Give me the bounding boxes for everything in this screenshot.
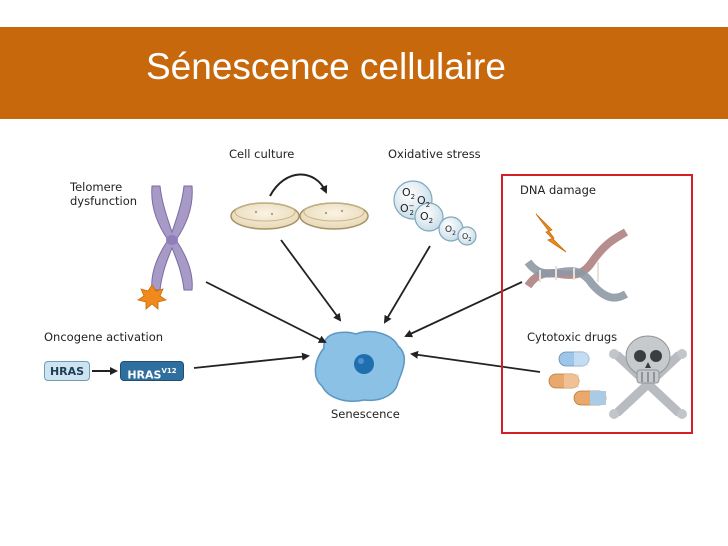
page-title: Sénescence cellulaire: [146, 46, 506, 87]
o2-label: O2: [417, 194, 430, 209]
arrow-cell-culture: [280, 239, 342, 322]
oxygen-bubbles-icon: [393, 180, 477, 246]
o2-label: O2: [445, 225, 456, 237]
label-senescence: Senescence: [331, 407, 400, 421]
starburst-icon: [137, 284, 167, 310]
label-cell-culture: Cell culture: [229, 147, 295, 161]
o2-label: O2: [402, 186, 415, 201]
lightning-icon: [535, 213, 567, 253]
petri-dish-icon: [230, 202, 369, 230]
o2-label: O2: [420, 210, 433, 225]
chromosome-icon: [151, 185, 193, 291]
label-telomere-line1: Telomere: [70, 180, 123, 194]
hras-v12-superscript: V12: [161, 367, 177, 375]
label-cytotoxic-drugs: Cytotoxic drugs: [527, 330, 618, 344]
pills-icon: [548, 351, 607, 406]
hras-label: HRAS: [49, 365, 85, 378]
label-oncogene-activation: Oncogene activation: [44, 330, 164, 344]
arrow-cytotoxic: [410, 350, 541, 373]
hras-v12-box: HRASV12: [120, 361, 184, 382]
hras-v12-label: HRAS: [127, 368, 162, 382]
culture-arrow: [269, 173, 328, 197]
cell-icon: [314, 330, 406, 402]
highlight-box: [501, 174, 693, 434]
o2-label: O−2: [400, 202, 415, 217]
o2-label: O2: [462, 232, 471, 243]
label-dna-damage: DNA damage: [520, 183, 596, 197]
arrow-oncogene: [193, 352, 310, 369]
hras-box: HRAS: [44, 361, 90, 381]
skull-crossbones-icon: [609, 335, 687, 419]
label-telomere-line2: dysfunction: [70, 194, 138, 208]
label-oxidative-stress: Oxidative stress: [388, 147, 481, 161]
dna-helix-icon: [524, 228, 629, 302]
arrow-telomere: [205, 281, 327, 343]
arrow-oxidative: [383, 245, 431, 324]
title-bar: [0, 27, 728, 119]
